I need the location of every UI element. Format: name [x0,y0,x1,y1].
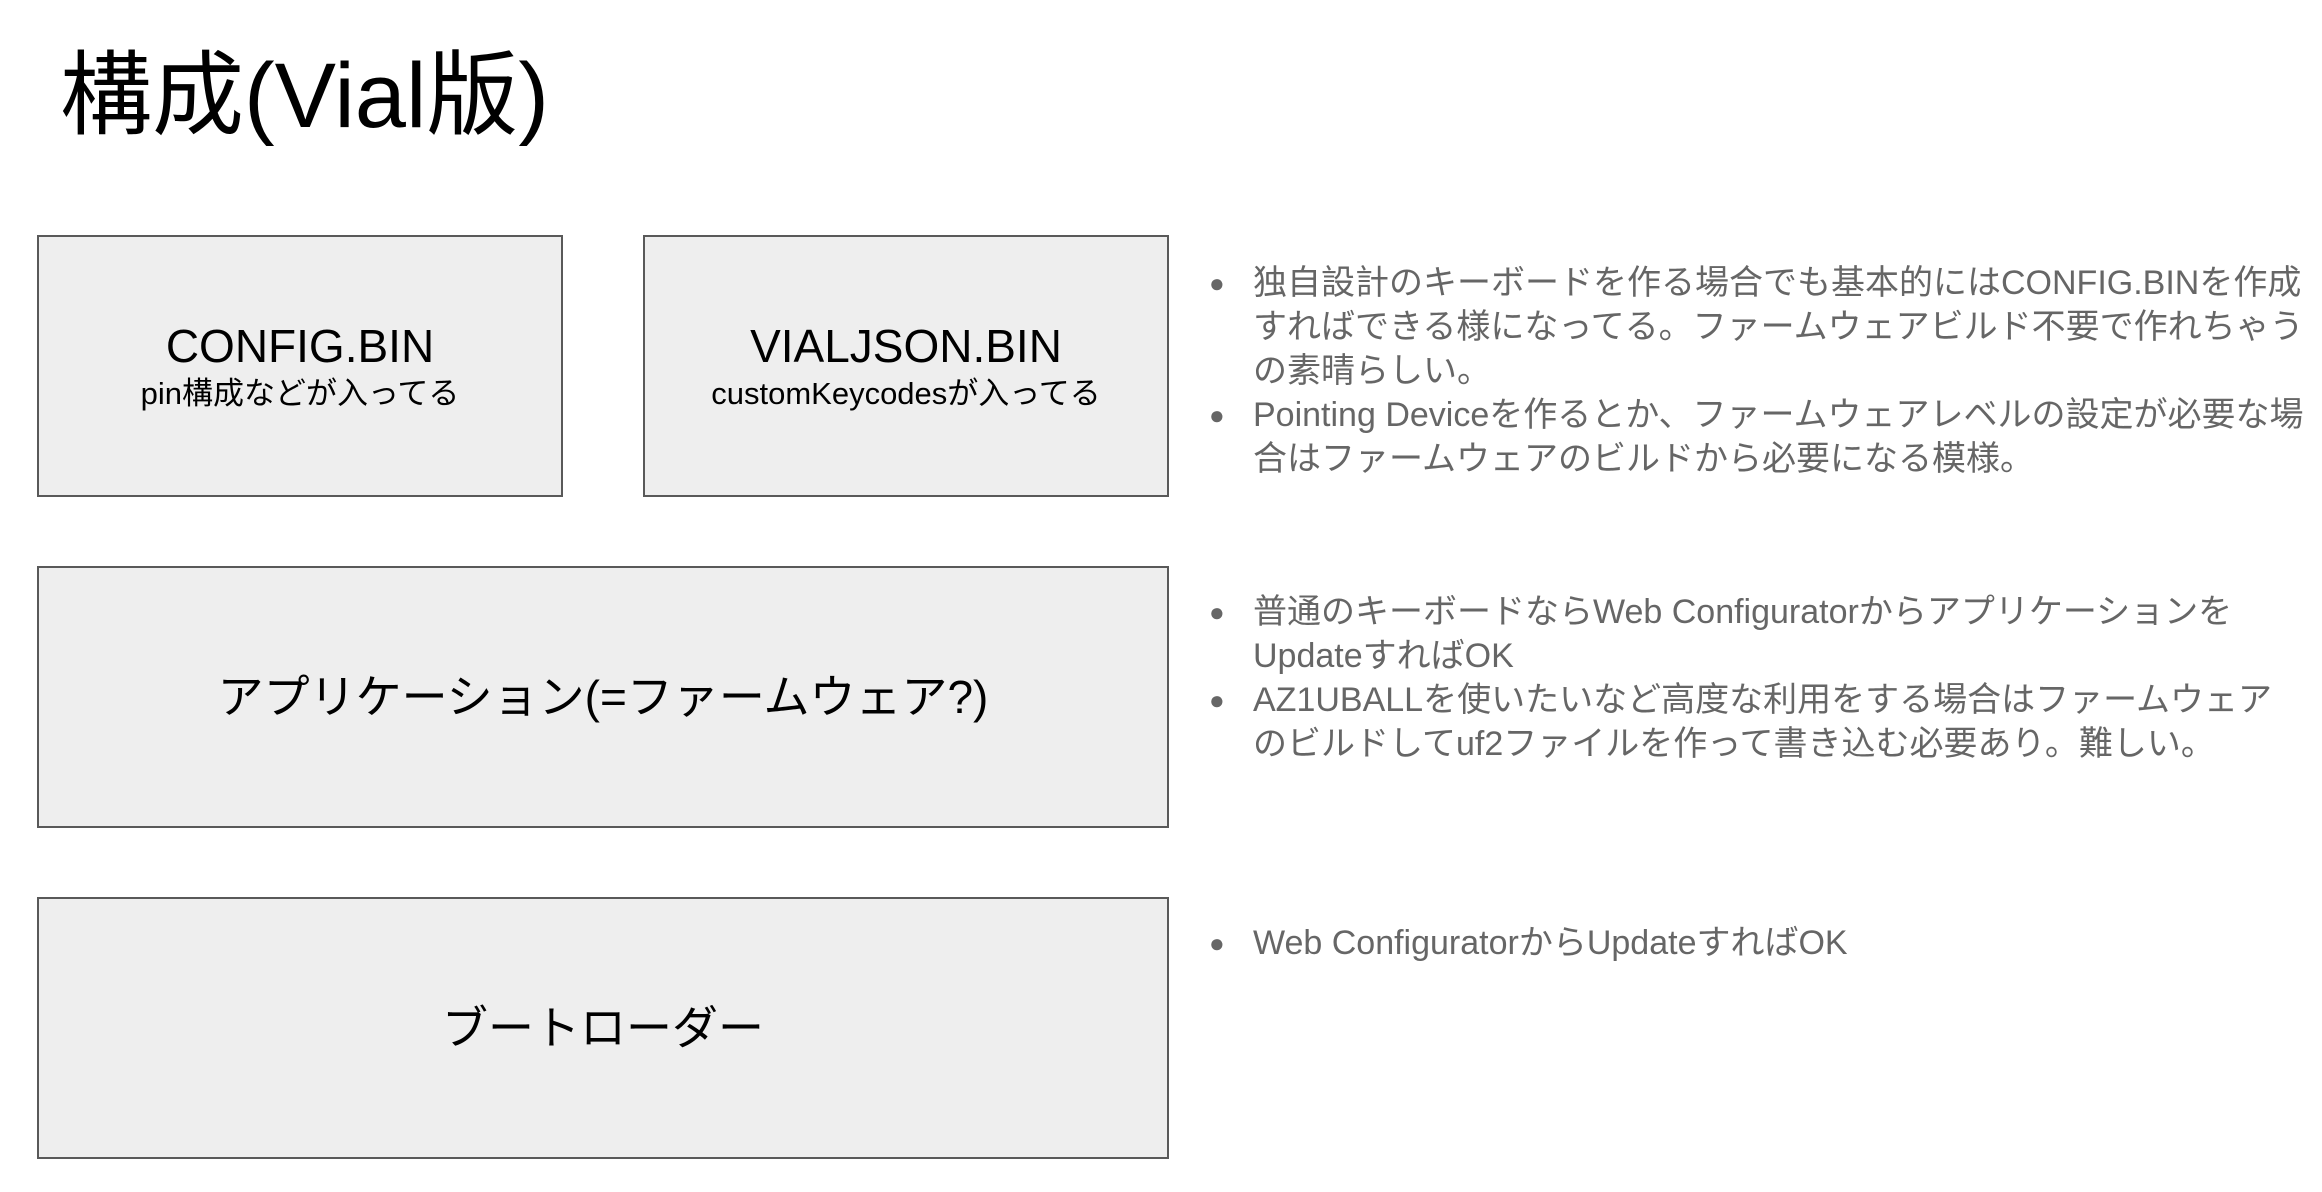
list-item: ● AZ1UBALLを使いたいなど高度な利用をする場合はファームウェアのビルドして… [1205,678,2305,766]
config-bin-label: CONFIG.BIN [165,319,435,372]
note-text: 普通のキーボードならWeb ConfiguratorからアプリケーションをUpd… [1253,593,2233,675]
note-text: AZ1UBALLを使いたいなど高度な利用をする場合はファームウェアのビルドしてu… [1253,681,2273,763]
application-label: アプリケーション(=ファームウェア?) [217,670,989,723]
bullet-icon: ● [1209,400,1225,430]
note-text: Pointing Deviceを作るとか、ファームウェアレベルの設定が必要な場合… [1253,396,2304,478]
bullet-icon: ● [1209,597,1225,627]
bootloader-notes-list: ● Web ConfiguratorからUpdateすればOK [1205,921,2305,965]
bullet-icon: ● [1209,928,1225,958]
note-text: 独自設計のキーボードを作る場合でも基本的にはCONFIG.BINを作成すればでき… [1253,264,2304,390]
bullet-icon: ● [1209,268,1225,298]
vialjson-bin-box: VIALJSON.BIN customKeycodesが入ってる [643,235,1169,497]
bootloader-label: ブートローダー [442,1001,764,1054]
list-item: ● Web ConfiguratorからUpdateすればOK [1205,921,2305,965]
vialjson-bin-label: VIALJSON.BIN [750,319,1062,372]
vialjson-bin-description: customKeycodesが入ってる [711,375,1101,411]
application-notes-list: ● 普通のキーボードならWeb ConfiguratorからアプリケーションをUp… [1205,590,2305,766]
list-item: ● 独自設計のキーボードを作る場合でも基本的にはCONFIG.BINを作成すればで… [1205,261,2305,393]
list-item: ● 普通のキーボードならWeb ConfiguratorからアプリケーションをUp… [1205,590,2305,678]
config-bin-description: pin構成などが入ってる [140,375,460,411]
note-text: Web ConfiguratorからUpdateすればOK [1253,924,1848,962]
bullet-icon: ● [1209,685,1225,715]
config-notes-list: ● 独自設計のキーボードを作る場合でも基本的にはCONFIG.BINを作成すればで… [1205,261,2305,481]
bootloader-box: ブートローダー [37,897,1169,1159]
config-bin-box: CONFIG.BIN pin構成などが入ってる [37,235,563,497]
list-item: ● Pointing Deviceを作るとか、ファームウェアレベルの設定が必要な場… [1205,393,2305,481]
slide-title: 構成(Vial版) [60,45,550,147]
application-box: アプリケーション(=ファームウェア?) [37,566,1169,828]
